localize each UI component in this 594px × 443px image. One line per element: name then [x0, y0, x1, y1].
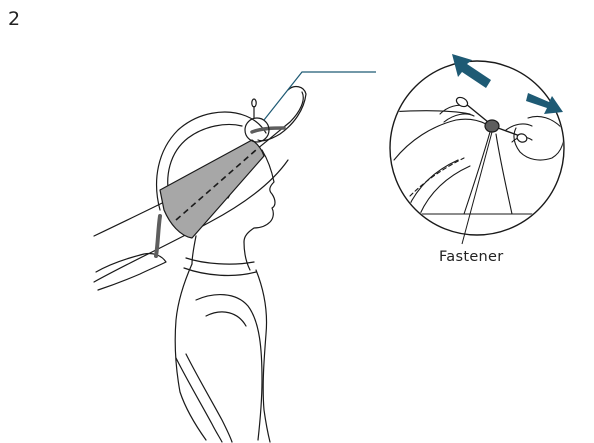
zoom-fastener-body: [485, 120, 499, 132]
zoom-callout: [388, 54, 566, 244]
headband-strip: [160, 140, 264, 238]
headband: [156, 128, 284, 256]
zoom-circle-outline: [390, 61, 564, 235]
fastener-marker: [245, 99, 269, 142]
torso-outline: [175, 264, 206, 440]
fastener-pin-head: [252, 99, 256, 107]
hand-outline: [96, 253, 166, 290]
arm-inner-line: [206, 312, 246, 326]
collar: [184, 258, 256, 275]
leader-line: [264, 72, 376, 120]
chair-back: [176, 354, 232, 442]
strap-end: [156, 216, 160, 256]
neck-front: [244, 242, 250, 270]
fastener-label: Fastener: [439, 248, 504, 266]
torso-front: [256, 270, 270, 442]
